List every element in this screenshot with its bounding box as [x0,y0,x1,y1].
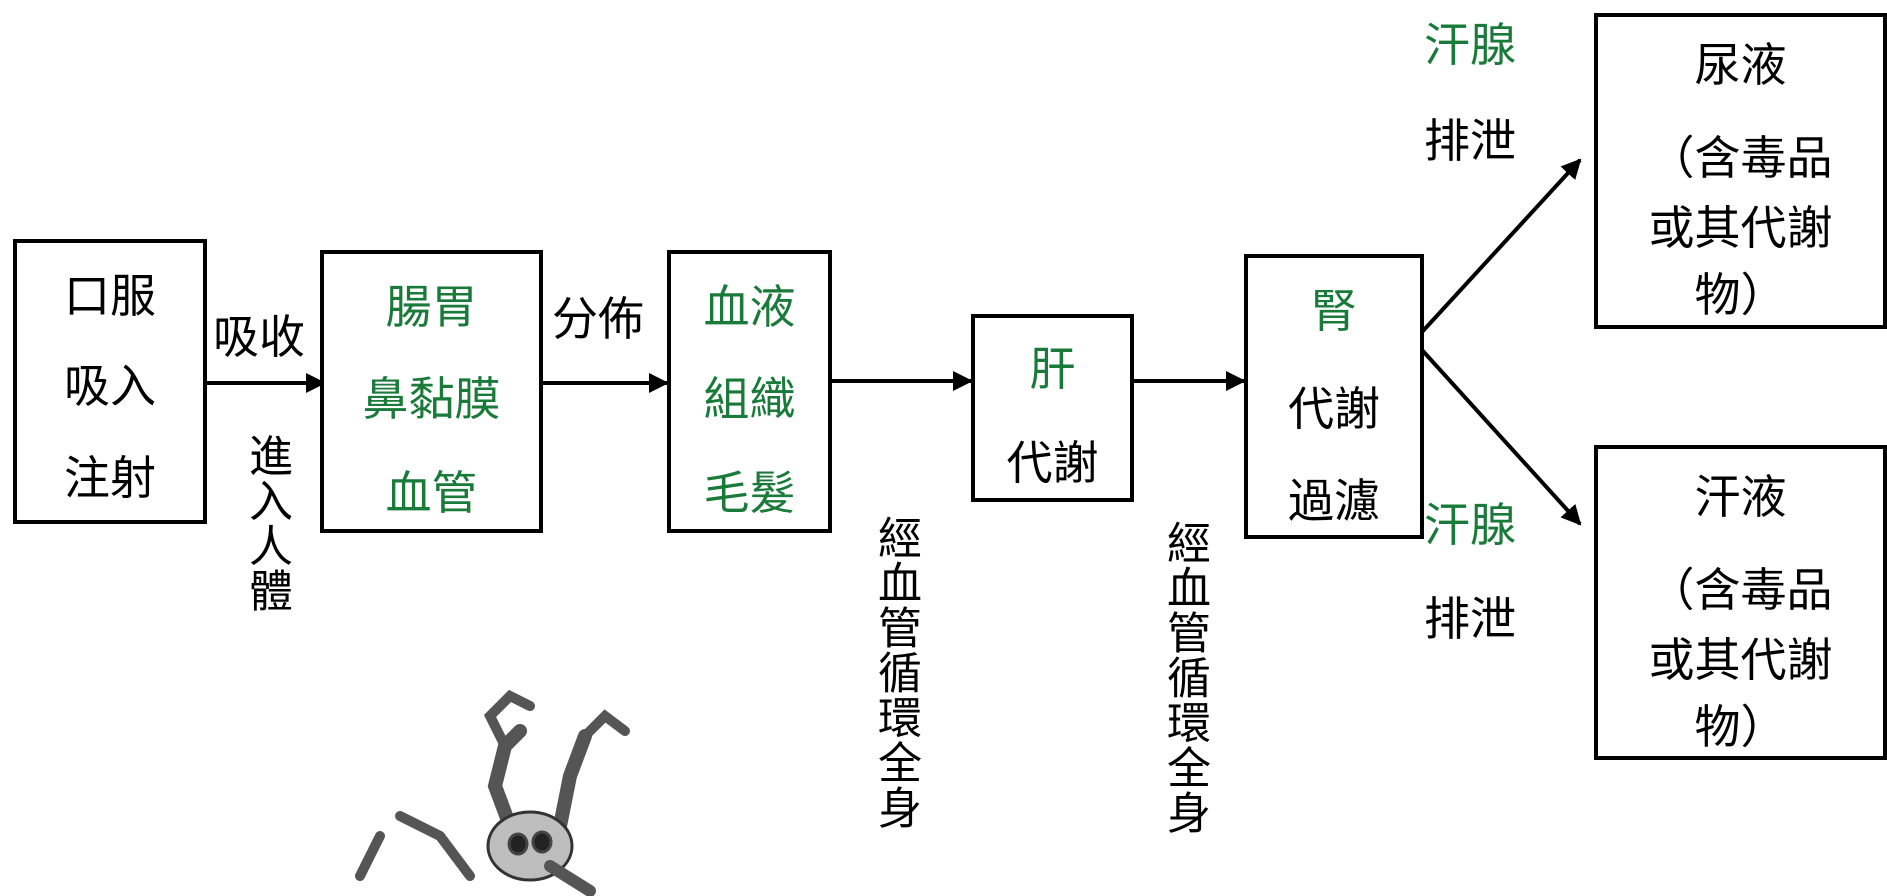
node-blood: 血液 組織 毛髮 [667,250,832,533]
edge-label-bottom-excrete: 排泄 [1424,592,1516,646]
node-intake-line-3: 注射 [64,451,156,505]
edge-label-top-excrete: 排泄 [1424,114,1516,168]
node-urine-title: 尿液 [1694,38,1787,92]
node-intake: 口服 吸入 注射 [13,239,207,524]
node-intake-line-1: 口服 [64,269,156,323]
node-sweat-title: 汗液 [1694,470,1787,524]
node-gi-line-3: 血管 [385,466,478,520]
arrow-kidney-to-sweat [1420,348,1582,526]
node-gi-line-2: 鼻黏膜 [362,372,501,426]
node-kidney-line-1: 代謝 [1288,382,1380,436]
node-blood-line-1: 血液 [703,280,796,334]
node-sweat-line-1: （含毒品 [1648,563,1833,617]
node-intake-line-2: 吸入 [64,359,156,413]
node-gi-line-1: 腸胃 [385,280,478,334]
edge-label-absorb: 吸收 [213,310,305,364]
node-kidney-line-2: 過濾 [1288,474,1380,528]
node-kidney-title: 腎 [1311,284,1357,338]
edge-label-top-gland: 汗腺 [1424,18,1516,72]
edge-label-bottom-gland: 汗腺 [1424,498,1516,552]
edge-label-distribute: 分佈 [552,292,644,346]
node-blood-line-2: 組織 [703,372,796,426]
node-sweat-line-3: 物） [1694,700,1787,754]
edge-label-circulation-2: 經血管循環全身 [1159,520,1210,835]
node-blood-line-3: 毛髮 [703,466,796,520]
node-gi: 腸胃 鼻黏膜 血管 [320,250,543,533]
edge-label-enter-body: 進入人體 [241,433,292,613]
node-sweat: 汗液 （含毒品 或其代謝 物） [1594,445,1887,760]
node-urine: 尿液 （含毒品 或其代謝 物） [1594,13,1887,329]
node-urine-line-3: 物） [1694,268,1787,322]
node-urine-line-1: （含毒品 [1648,131,1833,185]
node-urine-line-2: 或其代謝 [1648,201,1833,255]
skeleton-icon [355,689,630,896]
node-liver-subtitle: 代謝 [1006,436,1099,490]
edge-label-circulation-1: 經血管循環全身 [870,515,921,830]
node-liver: 肝 代謝 [971,314,1134,502]
arrow-kidney-to-urine [1420,158,1582,334]
node-sweat-line-2: 或其代謝 [1648,633,1833,687]
node-kidney: 腎 代謝 過濾 [1244,254,1424,539]
node-liver-title: 肝 [1029,342,1076,396]
